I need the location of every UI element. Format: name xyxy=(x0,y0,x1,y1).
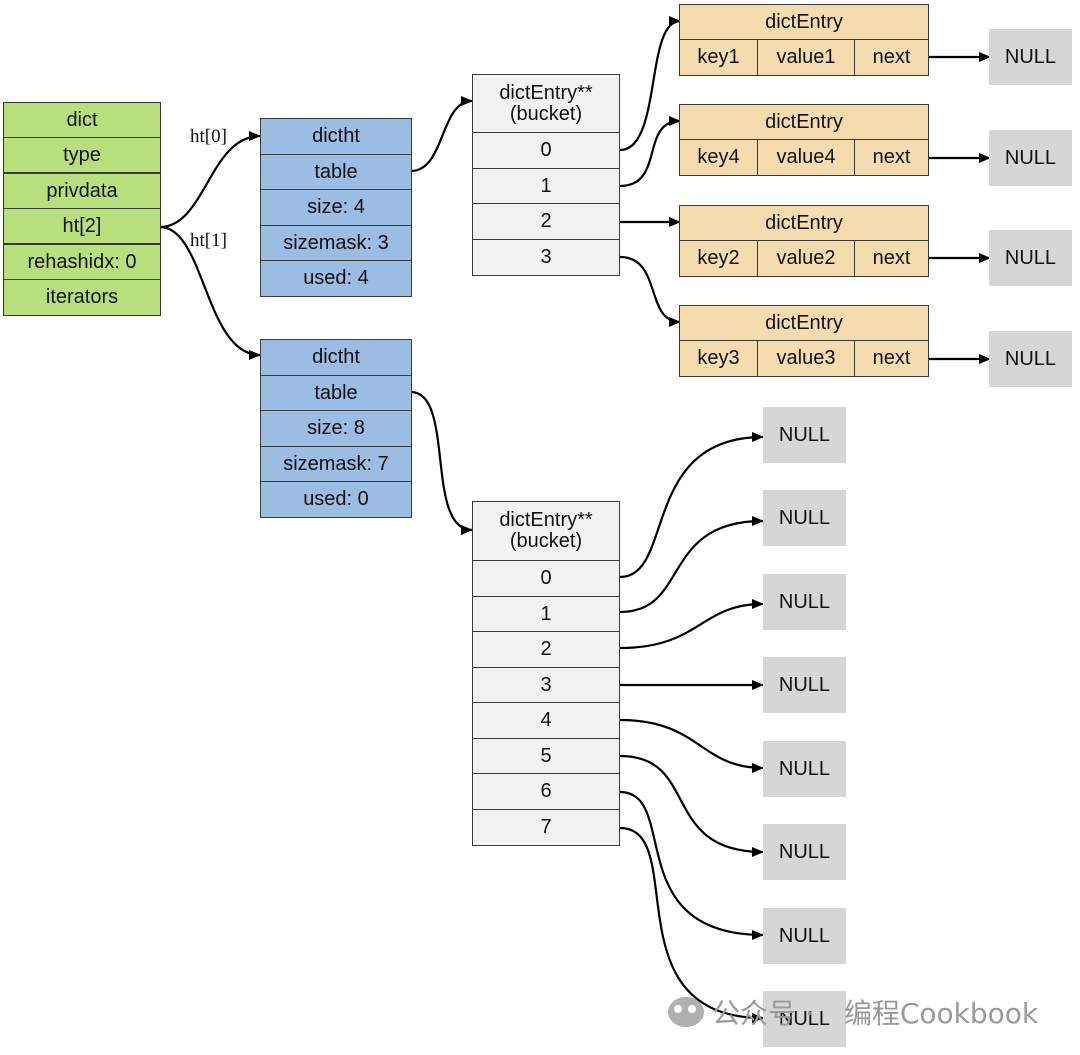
entry1-value: value1 xyxy=(757,39,855,76)
null-b1-6: NULL xyxy=(763,908,846,964)
entry3-value: value2 xyxy=(757,240,855,277)
bucket1-slot-2: 2 xyxy=(472,631,620,668)
arrow-b1-slot2 xyxy=(619,599,764,650)
dict-field-ht: ht[2] xyxy=(3,208,161,244)
dict-field-iterators: iterators xyxy=(3,279,161,316)
arrow-slot1-entry2 xyxy=(619,116,681,188)
arrow-ht0 xyxy=(159,131,261,229)
bucket0-slot-3: 3 xyxy=(472,239,620,276)
null-b1-3: NULL xyxy=(763,657,846,713)
arrow-table1-to-bucket xyxy=(410,390,473,535)
bucket1-slot-0: 0 xyxy=(472,560,620,597)
ht0-header: dictht xyxy=(260,118,412,155)
arrow-b1-slot1 xyxy=(619,516,764,614)
entry1-next: next xyxy=(854,39,929,76)
null-b1-2: NULL xyxy=(763,574,846,630)
null-entry3: NULL xyxy=(989,230,1072,286)
null-entry1: NULL xyxy=(989,29,1072,85)
arrow-b1-slot0 xyxy=(619,432,764,579)
watermark-name: 公众号 · xyxy=(712,997,814,1030)
ht0-field-table: table xyxy=(260,154,412,190)
null-entry2: NULL xyxy=(989,130,1072,186)
arrow-b1-slot7 xyxy=(619,826,764,1023)
bucket1-slot-5: 5 xyxy=(472,738,620,774)
null-b1-0: NULL xyxy=(763,407,846,463)
ht1-field-used: used: 0 xyxy=(260,481,412,518)
bucket1-subtitle: (bucket) xyxy=(509,530,583,552)
arrow-table0-to-bucket xyxy=(410,96,473,173)
entry2-title: dictEntry xyxy=(679,104,929,140)
entry4-title: dictEntry xyxy=(679,305,929,341)
watermark: 公众号 · 编程Cookbook xyxy=(668,992,1038,1032)
dict-header: dict xyxy=(3,102,161,138)
ht0-field-sizemask: sizemask: 3 xyxy=(260,225,412,261)
entry3-key: key2 xyxy=(679,240,758,277)
dict-field-privdata: privdata xyxy=(3,173,161,209)
bucket0-slot-0: 0 xyxy=(472,132,620,169)
wechat-icon xyxy=(668,997,704,1027)
edge-label-ht0: ht[0] xyxy=(190,126,227,147)
ht1-field-size: size: 8 xyxy=(260,410,412,447)
ht0-field-size: size: 4 xyxy=(260,189,412,226)
bucket0-title: dictEntry** xyxy=(499,81,593,104)
arrow-ht1 xyxy=(159,225,261,360)
null-b1-5: NULL xyxy=(763,824,846,880)
bucket0-slot-2: 2 xyxy=(472,203,620,240)
bucket1-slot-7: 7 xyxy=(472,809,620,846)
arrow-slot3-entry4 xyxy=(619,255,681,327)
entry4-value: value3 xyxy=(757,340,855,377)
entry3-next: next xyxy=(854,240,929,277)
arrow-b1-slot5 xyxy=(619,754,764,857)
null-entry4: NULL xyxy=(989,331,1072,387)
edge-label-ht1: ht[1] xyxy=(190,230,227,251)
entry3-title: dictEntry xyxy=(679,205,929,241)
ht1-field-sizemask: sizemask: 7 xyxy=(260,446,412,482)
arrow-b1-slot6 xyxy=(619,790,764,940)
ht0-field-used: used: 4 xyxy=(260,260,412,297)
arrow-b1-slot4 xyxy=(619,718,764,773)
bucket1-slot-3: 3 xyxy=(472,667,620,703)
arrow-slot0-entry1 xyxy=(619,16,681,152)
bucket1-slot-4: 4 xyxy=(472,702,620,739)
null-b1-4: NULL xyxy=(763,741,846,797)
watermark-brand: 编程Cookbook xyxy=(843,997,1039,1030)
bucket1-title: dictEntry** xyxy=(499,509,593,531)
entry2-key: key4 xyxy=(679,139,758,176)
entry1-key: key1 xyxy=(679,39,758,76)
entry4-key: key3 xyxy=(679,340,758,377)
dict-field-type: type xyxy=(3,137,161,173)
bucket0-header: dictEntry** (bucket) xyxy=(472,74,620,133)
bucket1-slot-6: 6 xyxy=(472,773,620,810)
bucket1-header: dictEntry** (bucket) xyxy=(472,501,620,561)
ht1-header: dictht xyxy=(260,339,412,376)
entry2-value: value4 xyxy=(757,139,855,176)
entry4-next: next xyxy=(854,340,929,377)
bucket1-slot-1: 1 xyxy=(472,596,620,632)
entry2-next: next xyxy=(854,139,929,176)
null-b1-7: NULL xyxy=(763,991,846,1047)
bucket0-slot-1: 1 xyxy=(472,168,620,204)
null-b1-1: NULL xyxy=(763,490,846,546)
entry1-title: dictEntry xyxy=(679,4,929,40)
dict-field-rehashidx: rehashidx: 0 xyxy=(3,244,161,280)
bucket0-subtitle: (bucket) xyxy=(509,102,583,125)
ht1-field-table: table xyxy=(260,375,412,411)
